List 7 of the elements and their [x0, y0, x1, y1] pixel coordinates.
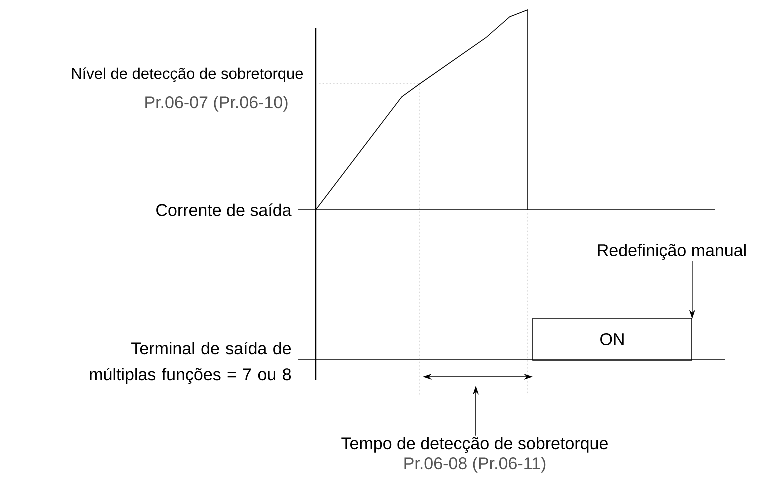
- axis-label: Nível de detecção de sobretorque: [72, 68, 304, 82]
- annotation-text: Tempo de detecção de sobretorque Pr.06-08 (Pr.06-11): [342, 437, 608, 473]
- pulse-box: ON: [532, 318, 692, 361]
- axis-label: Pr.06-07 (Pr.06-10): [146, 96, 288, 112]
- axis-label: Terminal de saída de múltiplas funções = 7 ou 8: [90, 342, 292, 384]
- axis-label: Corrente de saída: [156, 204, 292, 216]
- annotation-text: Redefinição manual: [598, 244, 746, 260]
